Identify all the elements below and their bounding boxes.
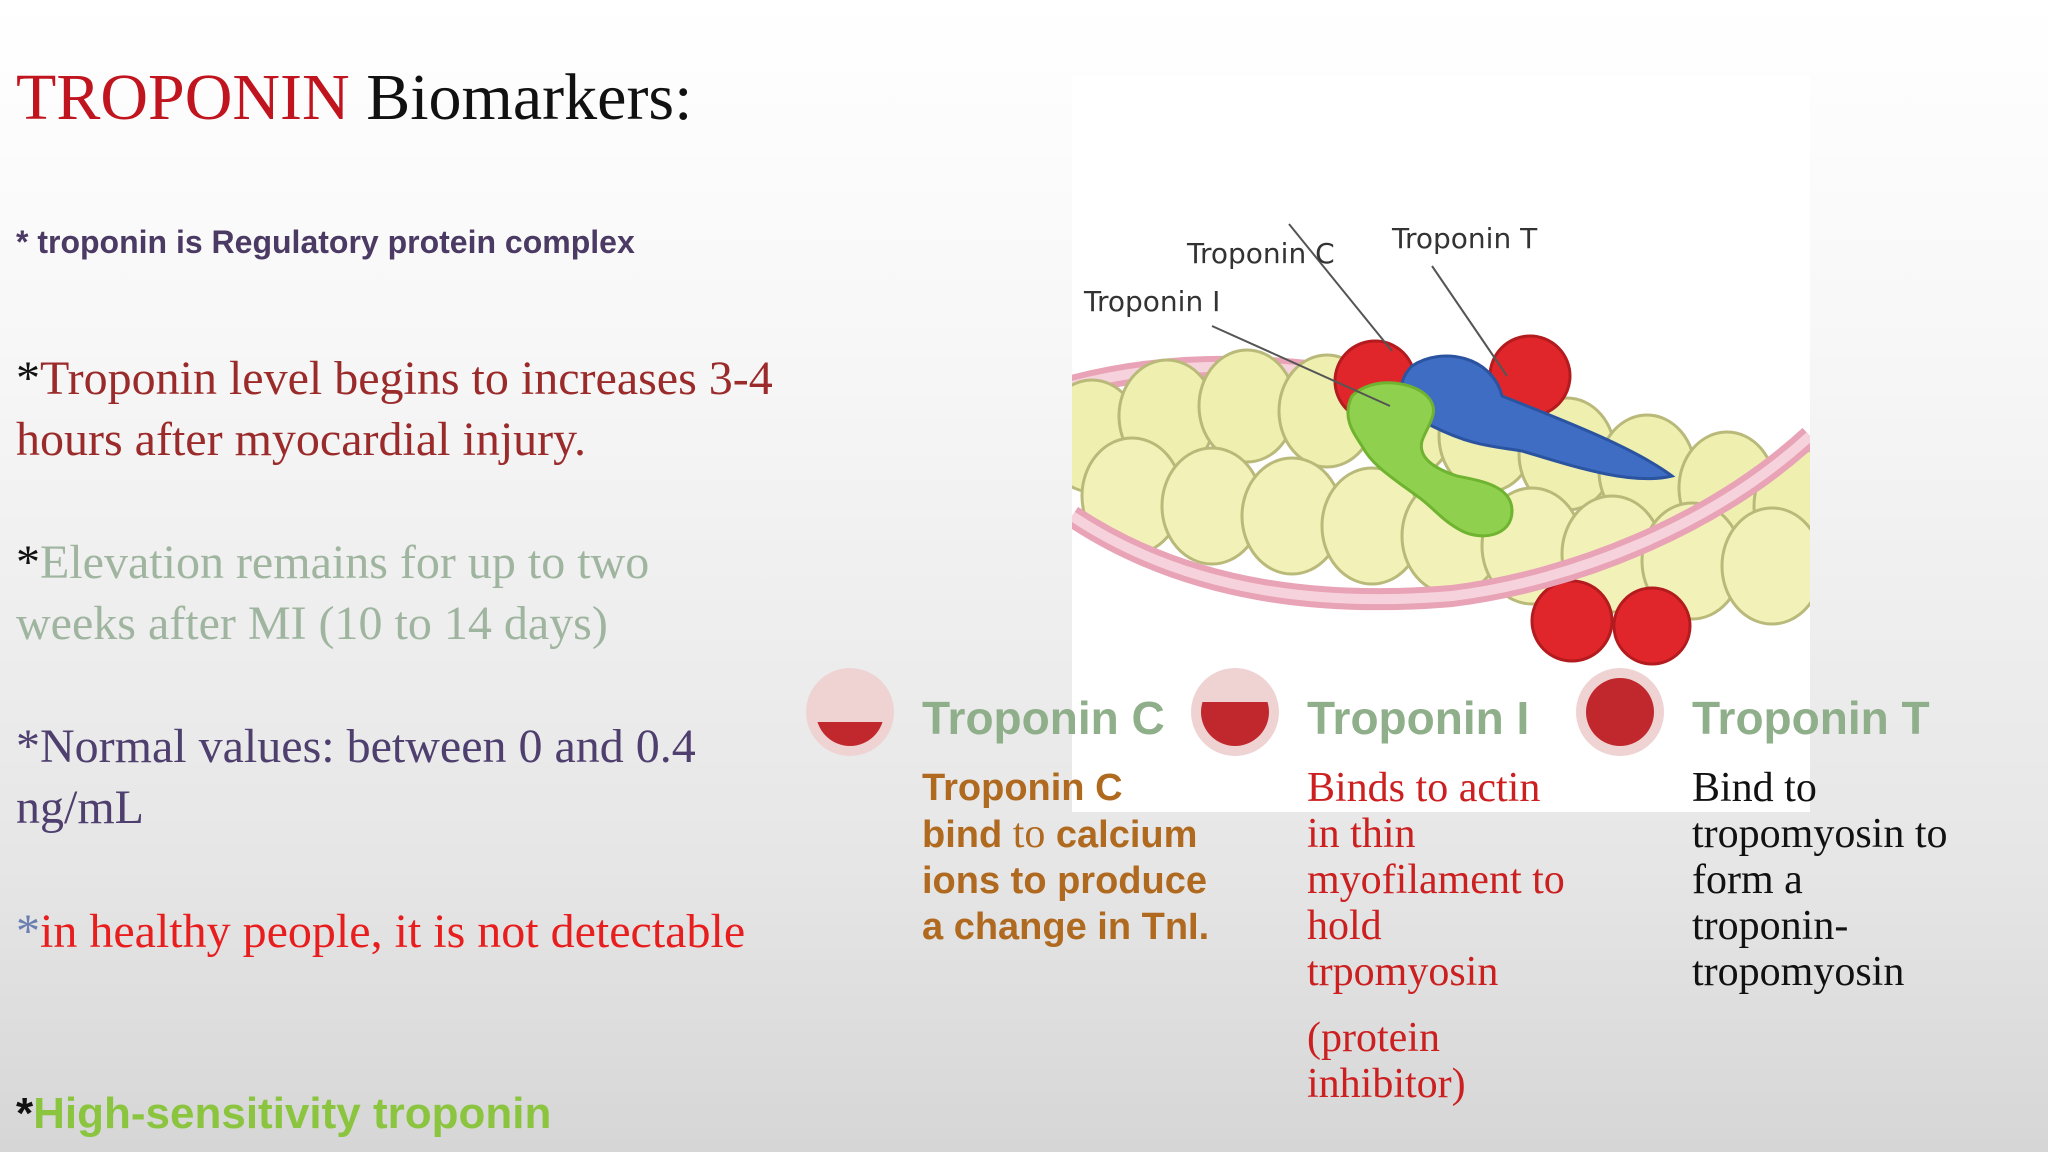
body-bold-1: Troponin C bind — [922, 767, 1123, 856]
title-highlight: TROPONIN — [16, 61, 350, 134]
thin-filament-illustration: Troponin C Troponin T Troponin I — [1072, 222, 1810, 666]
bullet-text: Troponin level begins to increases 3-4 h… — [16, 352, 773, 466]
bullet-level-increase: *Troponin level begins to increases 3-4 … — [16, 348, 776, 470]
column-body-troponin-i: Binds to actin in thin myofilament to ho… — [1307, 765, 1565, 995]
level-circle-t — [1576, 668, 1664, 756]
level-circle-c — [806, 668, 894, 756]
bullet-normal-values: *Normal values: between 0 and 0.4 ng/mL — [16, 720, 696, 834]
level-fill — [1201, 701, 1269, 746]
bullet-healthy-people: *in healthy people, it is not detectable — [16, 901, 776, 962]
label-troponin-i: Troponin I — [1083, 285, 1220, 318]
bullet-elevation: *Elevation remains for up to two weeks a… — [16, 532, 776, 654]
label-troponin-c: Troponin C — [1186, 237, 1335, 270]
troponin-diagram: Troponin C Troponin T Troponin I — [1072, 76, 1810, 812]
label-troponin-t: Troponin T — [1391, 222, 1538, 255]
bullet-text: High-sensitivity troponin — [33, 1089, 552, 1138]
bullet-star: * — [16, 905, 40, 958]
title-rest: Biomarkers: — [349, 61, 693, 134]
bullet-star: * — [16, 536, 40, 589]
bullet-text: Elevation remains for up to two weeks af… — [16, 536, 650, 650]
body-bold-2: calcium ions to produce a change in TnI. — [922, 814, 1210, 948]
level-fill — [1586, 678, 1654, 746]
bullet-star: * — [16, 352, 40, 405]
column-body-troponin-c: Troponin C bind to calcium ions to produ… — [922, 765, 1212, 950]
bullet-text: in healthy people, it is not detectable — [40, 905, 746, 958]
bullet-regulatory: * troponin is Regulatory protein complex — [16, 224, 635, 260]
column-title-troponin-c: Troponin C — [922, 692, 1165, 744]
column-title-troponin-t: Troponin T — [1692, 692, 1930, 744]
column-note-troponin-i: (protein inhibitor) — [1307, 1015, 1466, 1107]
body-thin: to — [1002, 811, 1056, 857]
column-title-troponin-i: Troponin I — [1307, 692, 1530, 744]
level-fill — [816, 722, 884, 746]
bullet-star: * — [16, 1089, 34, 1138]
level-circle-i — [1191, 668, 1279, 756]
bullet-high-sensitivity: *High-sensitivity troponin — [16, 1086, 776, 1142]
slide-title: TROPONIN Biomarkers: — [16, 58, 692, 138]
column-body-troponin-t: Bind to tropomyosin to form a troponin-t… — [1692, 765, 1948, 995]
